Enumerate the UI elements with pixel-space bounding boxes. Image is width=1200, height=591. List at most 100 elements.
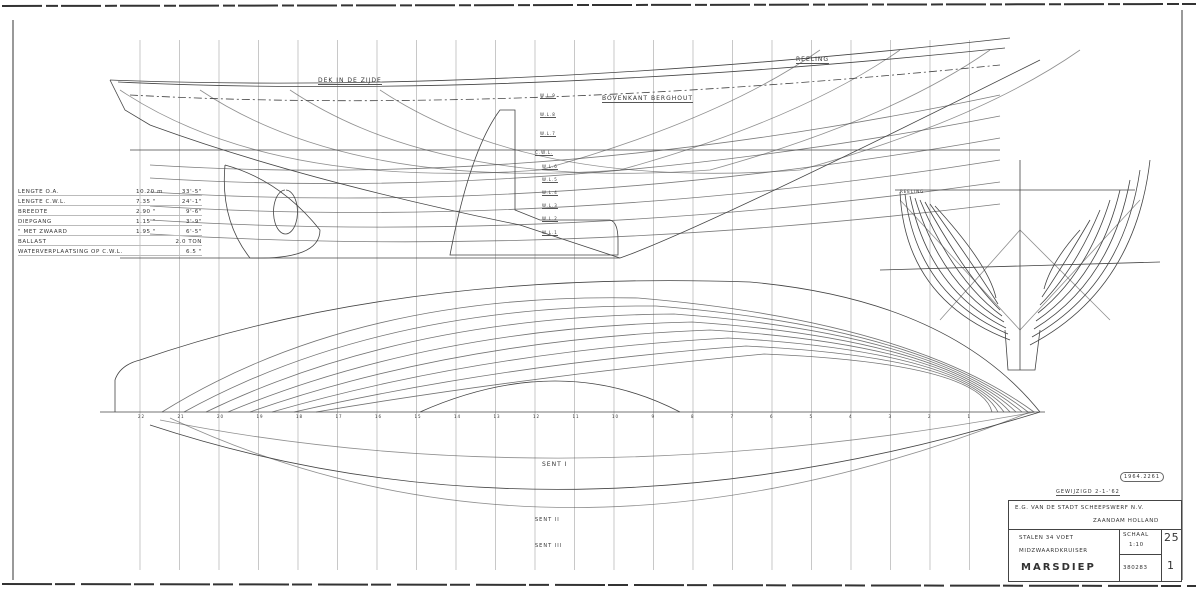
- revision-stamp: 1964.2261: [1120, 472, 1165, 482]
- diagonal-2: [159, 411, 1036, 459]
- body-section-fwd: [1035, 189, 1121, 322]
- cwl-label: C.W.L.: [535, 150, 554, 156]
- station-number: 17: [335, 414, 343, 419]
- spec-label: " MET ZWAARD: [18, 229, 68, 235]
- spec-imperial: 9'-6": [185, 209, 202, 215]
- deck-half-breadth: [114, 280, 1041, 413]
- centerboard-trunk: [449, 109, 619, 256]
- rubbing-strake-line: [129, 64, 1001, 102]
- spec-metric: 1.15 ": [136, 219, 157, 225]
- station-number: 20: [217, 414, 225, 419]
- spec-imperial: 6.5 ": [185, 249, 202, 255]
- rubbing-strake-label: BOVENKANT BERGHOUT: [602, 95, 694, 103]
- waterline-label: W.L.9: [540, 93, 556, 99]
- body-section-fwd: [1039, 209, 1101, 306]
- body-section-fwd: [1037, 199, 1111, 314]
- scale-label: SCHAAL: [1123, 532, 1149, 538]
- spec-metric: 2.90 ": [136, 209, 157, 215]
- waterline-half-breadth: [183, 305, 1029, 413]
- station-number: 11: [572, 414, 580, 419]
- spec-label: BREEDTE: [18, 209, 48, 215]
- half-breadth-view: [100, 280, 1045, 508]
- waterline-label: W.L.4: [542, 190, 558, 196]
- body-section-aft: [924, 201, 1001, 311]
- body-section-aft: [919, 199, 1003, 317]
- section-curve: [289, 49, 991, 174]
- diagonal-label: SENT II: [535, 517, 560, 523]
- station-number: 16: [375, 414, 383, 419]
- buttock-line: [149, 181, 1001, 228]
- station-number: 21: [177, 414, 185, 419]
- body-section-aft: [914, 197, 1005, 323]
- spec-imperial: 3'-9": [185, 219, 202, 225]
- station-number: 8: [691, 414, 695, 419]
- diagonal-1: [149, 411, 1041, 490]
- waterline-half-breadth: [161, 297, 1035, 413]
- deck-label: DEK IN DE ZIJDE: [318, 77, 382, 85]
- waterline-label: W.L.8: [540, 112, 556, 118]
- buttock-line: [149, 94, 1001, 171]
- waterline-label: W.L.3: [542, 203, 558, 209]
- section-curve: [379, 49, 1081, 174]
- spec-row: DIEPGANG 1.15 " 3'-9": [18, 216, 202, 226]
- body-section-fwd: [1029, 159, 1151, 346]
- buttock-line: [149, 203, 1001, 243]
- station-number: 1: [967, 414, 972, 419]
- section-curve: [199, 49, 901, 174]
- railing-label: REELING: [796, 56, 830, 64]
- station-number: 6: [770, 414, 774, 419]
- waterline-half-breadth: [249, 329, 1011, 413]
- station-number: 22: [138, 414, 146, 419]
- station-number: 7: [730, 414, 735, 419]
- hull-profile: [109, 59, 1041, 259]
- waterline-label: W.L.2: [542, 216, 558, 222]
- spec-metric: 7.35 ": [136, 199, 157, 205]
- spec-row: LENGTE C.W.L.7.35 "24'-1": [18, 196, 202, 206]
- station-number: 19: [256, 414, 264, 419]
- sheet-number-top: 25: [1164, 531, 1180, 544]
- body-section-aft: [934, 205, 997, 299]
- station-lines: [139, 40, 970, 570]
- spec-label: DIEPGANG: [18, 219, 52, 225]
- station-number: 10: [612, 414, 620, 419]
- railing-body-label: REELING: [900, 189, 925, 194]
- diagonal-3: [169, 411, 1031, 508]
- sheet-number-bottom: 1: [1167, 559, 1175, 572]
- spec-metric: 10.20 m: [136, 189, 164, 195]
- drawing-number: 380283: [1123, 565, 1148, 571]
- vessel-subtype: MIDZWAARDKRUISER: [1019, 548, 1088, 554]
- waterline-half-breadth: [205, 313, 1023, 413]
- body-diagonals: [939, 229, 1111, 321]
- spec-label: LENGTE O.A.: [18, 189, 60, 195]
- station-number: 13: [493, 414, 501, 419]
- rudder: [223, 164, 321, 259]
- spec-label: WATERVERPLAATSING OP C.W.L.: [18, 249, 123, 255]
- section-curve: [119, 49, 821, 174]
- spec-row: BREEDTE 2.90 " 9'-6": [18, 206, 202, 216]
- diagonal-label: SENT III: [535, 543, 563, 549]
- spec-label: BALLAST: [18, 239, 47, 245]
- body-section-fwd: [1043, 229, 1081, 290]
- title-block: E.G. VAN DE STADT SCHEEPSWERF N.V. ZAAND…: [1008, 500, 1182, 582]
- body-section-aft: [909, 195, 1007, 329]
- body-section-fwd: [1033, 179, 1131, 330]
- station-number: 5: [809, 414, 814, 419]
- revision-text: GEWIJZIGD 2-1-'62: [1056, 489, 1120, 496]
- scale-value: 1:10: [1129, 542, 1144, 548]
- waterline-half-breadth: [271, 337, 1005, 413]
- body-section-aft: [904, 193, 1009, 335]
- spec-imperial: 24'-1": [181, 199, 202, 205]
- station-number: 18: [296, 414, 304, 419]
- body-section-aft: [929, 203, 999, 305]
- station-number: 3: [888, 414, 893, 419]
- body-diagonals: [899, 199, 1141, 331]
- body-keel: [1004, 329, 1041, 371]
- waterline-half-breadth: [315, 353, 993, 413]
- keel-half-breadth: [419, 380, 681, 413]
- diagonal-label: SENT I: [542, 461, 568, 468]
- station-number: 4: [849, 414, 853, 419]
